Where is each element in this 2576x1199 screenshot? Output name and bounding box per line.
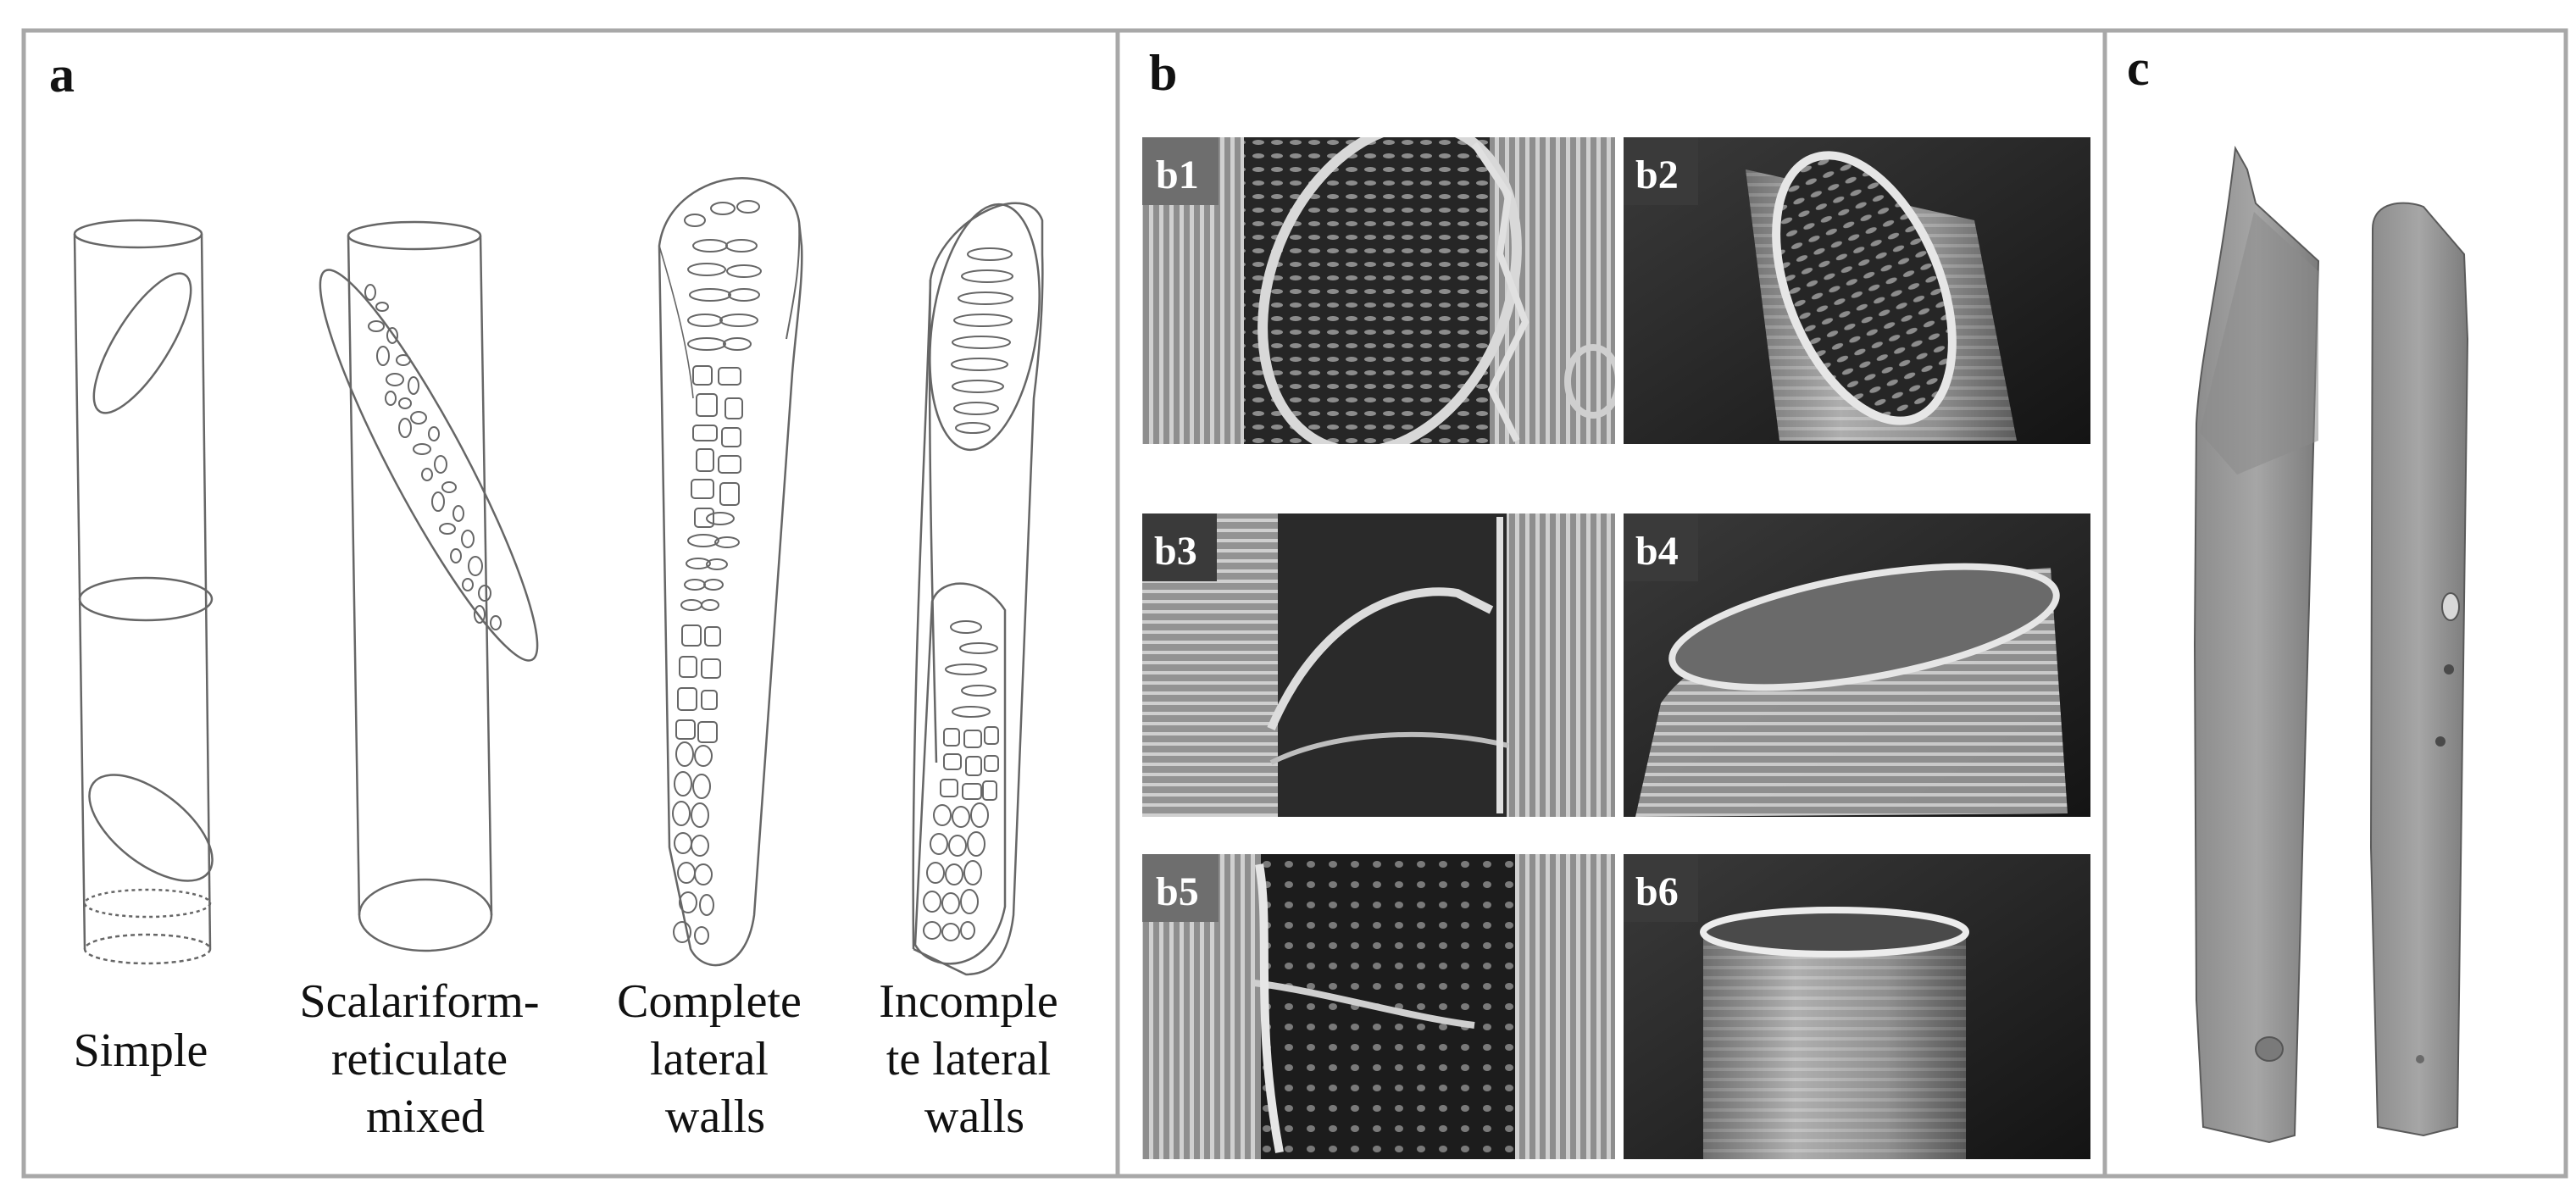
b5-tag: b5 [1142, 854, 1219, 922]
micrograph-b4 [1624, 513, 2090, 817]
panel-c: c [2127, 40, 2469, 1144]
panel-frames [21, 28, 2568, 1179]
panel-a-captions: Simple Scalariform- reticulate mixed Com… [74, 975, 1069, 1143]
micrograph-b3 [1142, 513, 1615, 817]
panel-a-letter: a [49, 47, 75, 103]
b3-label: b3 [1154, 529, 1197, 574]
b2-label: b2 [1635, 153, 1679, 197]
micrograph-b5 [1142, 854, 1615, 1159]
b3-tag: b3 [1142, 513, 1217, 581]
b6-tag: b6 [1624, 854, 1698, 922]
b1-tag: b1 [1142, 137, 1219, 205]
micrograph-b6 [1624, 854, 2090, 1159]
vessel-element-left [2193, 145, 2320, 1144]
b6-label: b6 [1635, 869, 1679, 914]
caption-complete: Complete lateral walls [617, 975, 813, 1143]
b5-label: b5 [1156, 869, 1199, 914]
caption-scalariform: Scalariform- reticulate mixed [300, 975, 552, 1143]
b4-tag: b4 [1624, 513, 1698, 581]
b1-label: b1 [1156, 153, 1199, 197]
micrograph-b2 [1624, 137, 2090, 444]
simple-perforation-diagram [73, 219, 214, 965]
incomplete-lateral-walls-diagram [912, 202, 1044, 976]
panel-a: a [49, 47, 1069, 1143]
scalariform-reticulate-diagram [319, 220, 539, 952]
b2-tag: b2 [1624, 137, 1698, 205]
complete-lateral-walls-diagram [658, 177, 803, 967]
panel-b-letter: b [1149, 45, 1177, 101]
micrograph-b1 [1142, 137, 1615, 444]
panel-c-letter: c [2127, 40, 2150, 96]
b4-label: b4 [1635, 529, 1679, 574]
caption-incomplete: Incomple te lateral walls [879, 975, 1069, 1143]
vessel-element-right [2369, 202, 2469, 1137]
panel-b: b b1 b2 [1142, 45, 2090, 1159]
caption-simple: Simple [74, 1024, 208, 1077]
